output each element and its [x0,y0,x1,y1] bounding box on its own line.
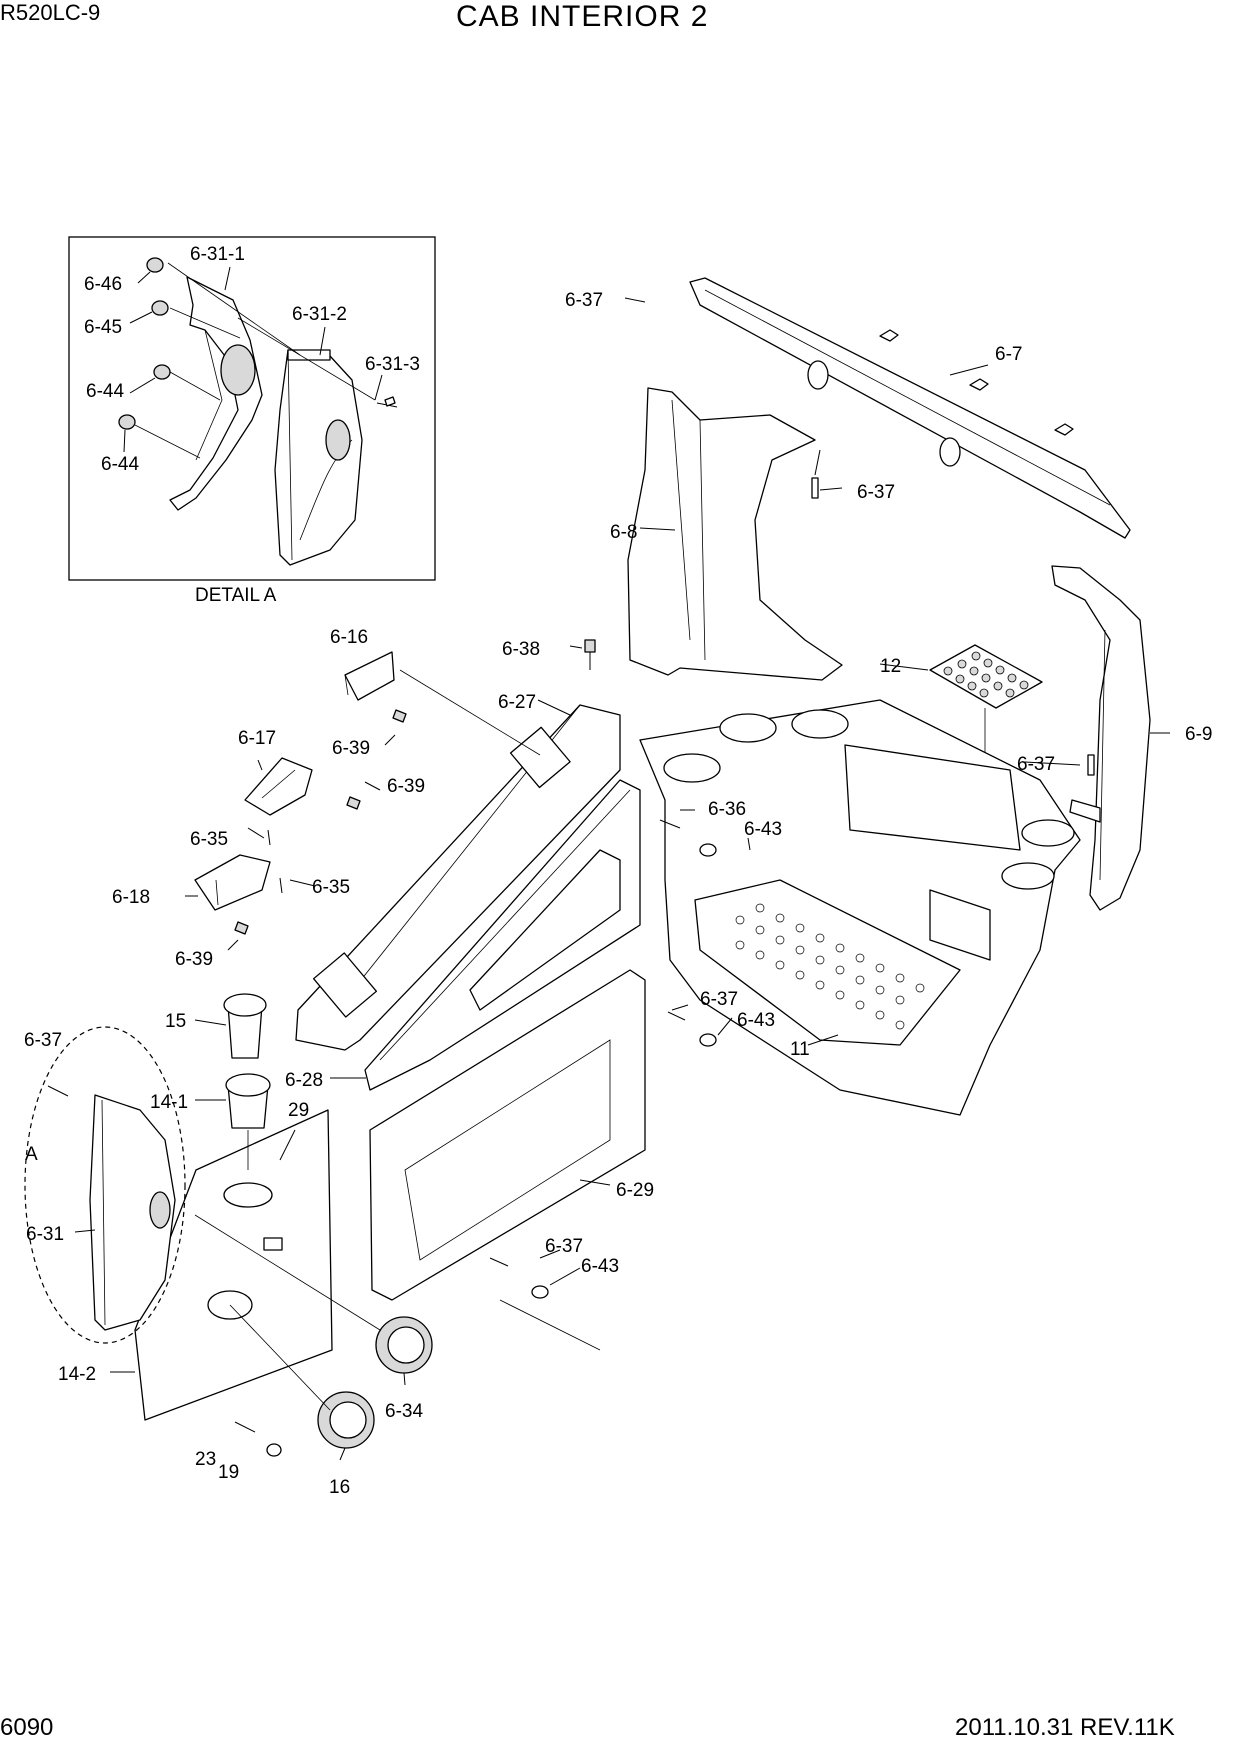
cover-6-31-2-detail [274,349,363,566]
bracket-6-17 [244,757,313,816]
knob-6-34 [375,1316,433,1374]
callout-6-37-e: 6-37 [24,1030,62,1051]
rail-6-7 [689,277,1131,539]
detail-a-caption: DETAIL A [195,585,277,606]
callout-6-31-3: 6-31-3 [365,354,420,375]
callout-6-31-1: 6-31-1 [190,244,245,265]
callout-14-2: 14-2 [58,1364,96,1385]
callout-6-35-a: 6-35 [190,829,228,850]
callout-6-38: 6-38 [502,639,540,660]
callout-6-37-f: 6-37 [545,1236,583,1257]
model-number: R520LC-9 [0,0,101,25]
callout-6-7: 6-7 [995,344,1022,365]
pillar-6-9 [1051,565,1151,911]
callout-12: 12 [880,656,901,677]
callout-6-31-2: 6-31-2 [292,304,347,325]
callout-6-43-c: 6-43 [581,1256,619,1277]
caps-detail [118,257,398,430]
callout-6-37-a: 6-37 [565,290,603,311]
callout-6-43-a: 6-43 [744,819,782,840]
callout-6-39-b: 6-39 [387,776,425,797]
knob-16 [317,1391,375,1449]
panel-14-2 [134,1109,333,1421]
armrest-frame-6-27 [295,704,621,1051]
page-title: CAB INTERIOR 2 [456,0,709,33]
detail-marker-a: A [25,1144,38,1165]
callout-23: 23 [195,1449,216,1470]
callout-6-37-b: 6-37 [857,482,895,503]
callout-6-37-c: 6-37 [1017,754,1055,775]
callout-6-45: 6-45 [84,317,122,338]
bolts [47,639,717,1457]
callout-6-17: 6-17 [238,728,276,749]
callout-6-27: 6-27 [498,692,536,713]
callout-6-16: 6-16 [330,627,368,648]
callout-6-35-b: 6-35 [312,877,350,898]
bracket-6-31-1-detail [169,276,263,511]
bracket-6-18 [194,854,271,911]
side-panel-6-28 [364,779,641,1091]
callout-6-18: 6-18 [112,887,150,908]
callout-14-1: 14-1 [150,1092,188,1113]
callout-6-44-a: 6-44 [86,381,124,402]
panel-6-29 [369,969,646,1301]
revision-date: 2011.10.31 REV.11K [955,1714,1175,1741]
callout-6-43-b: 6-43 [737,1010,775,1031]
callout-16: 16 [329,1477,350,1498]
callout-6-44-b: 6-44 [101,454,139,475]
detail-a-frame [68,236,436,581]
callout-6-31: 6-31 [26,1224,64,1245]
callout-29: 29 [288,1100,309,1121]
callout-6-9: 6-9 [1185,724,1212,745]
leaders-detail [123,262,383,459]
callout-6-34: 6-34 [385,1401,423,1422]
cup-14-1 [225,1073,271,1129]
callout-6-8: 6-8 [610,522,637,543]
callout-6-39-a: 6-39 [332,738,370,759]
bracket-6-16 [344,651,395,701]
console-tray-11 [639,699,1081,1116]
callout-15: 15 [165,1011,186,1032]
page-number: 6090 [0,1714,54,1741]
callout-6-37-d: 6-37 [700,989,738,1010]
callout-6-46: 6-46 [84,274,122,295]
cover-6-31 [24,1026,186,1344]
callout-6-29: 6-29 [616,1180,654,1201]
callout-19: 19 [218,1462,239,1483]
leaders-main [74,297,1170,1461]
callout-6-39-c: 6-39 [175,949,213,970]
pillar-6-8 [627,387,843,681]
callout-6-28: 6-28 [285,1070,323,1091]
callout-6-36: 6-36 [708,799,746,820]
cup-15 [223,993,267,1059]
callout-11: 11 [790,1039,810,1060]
